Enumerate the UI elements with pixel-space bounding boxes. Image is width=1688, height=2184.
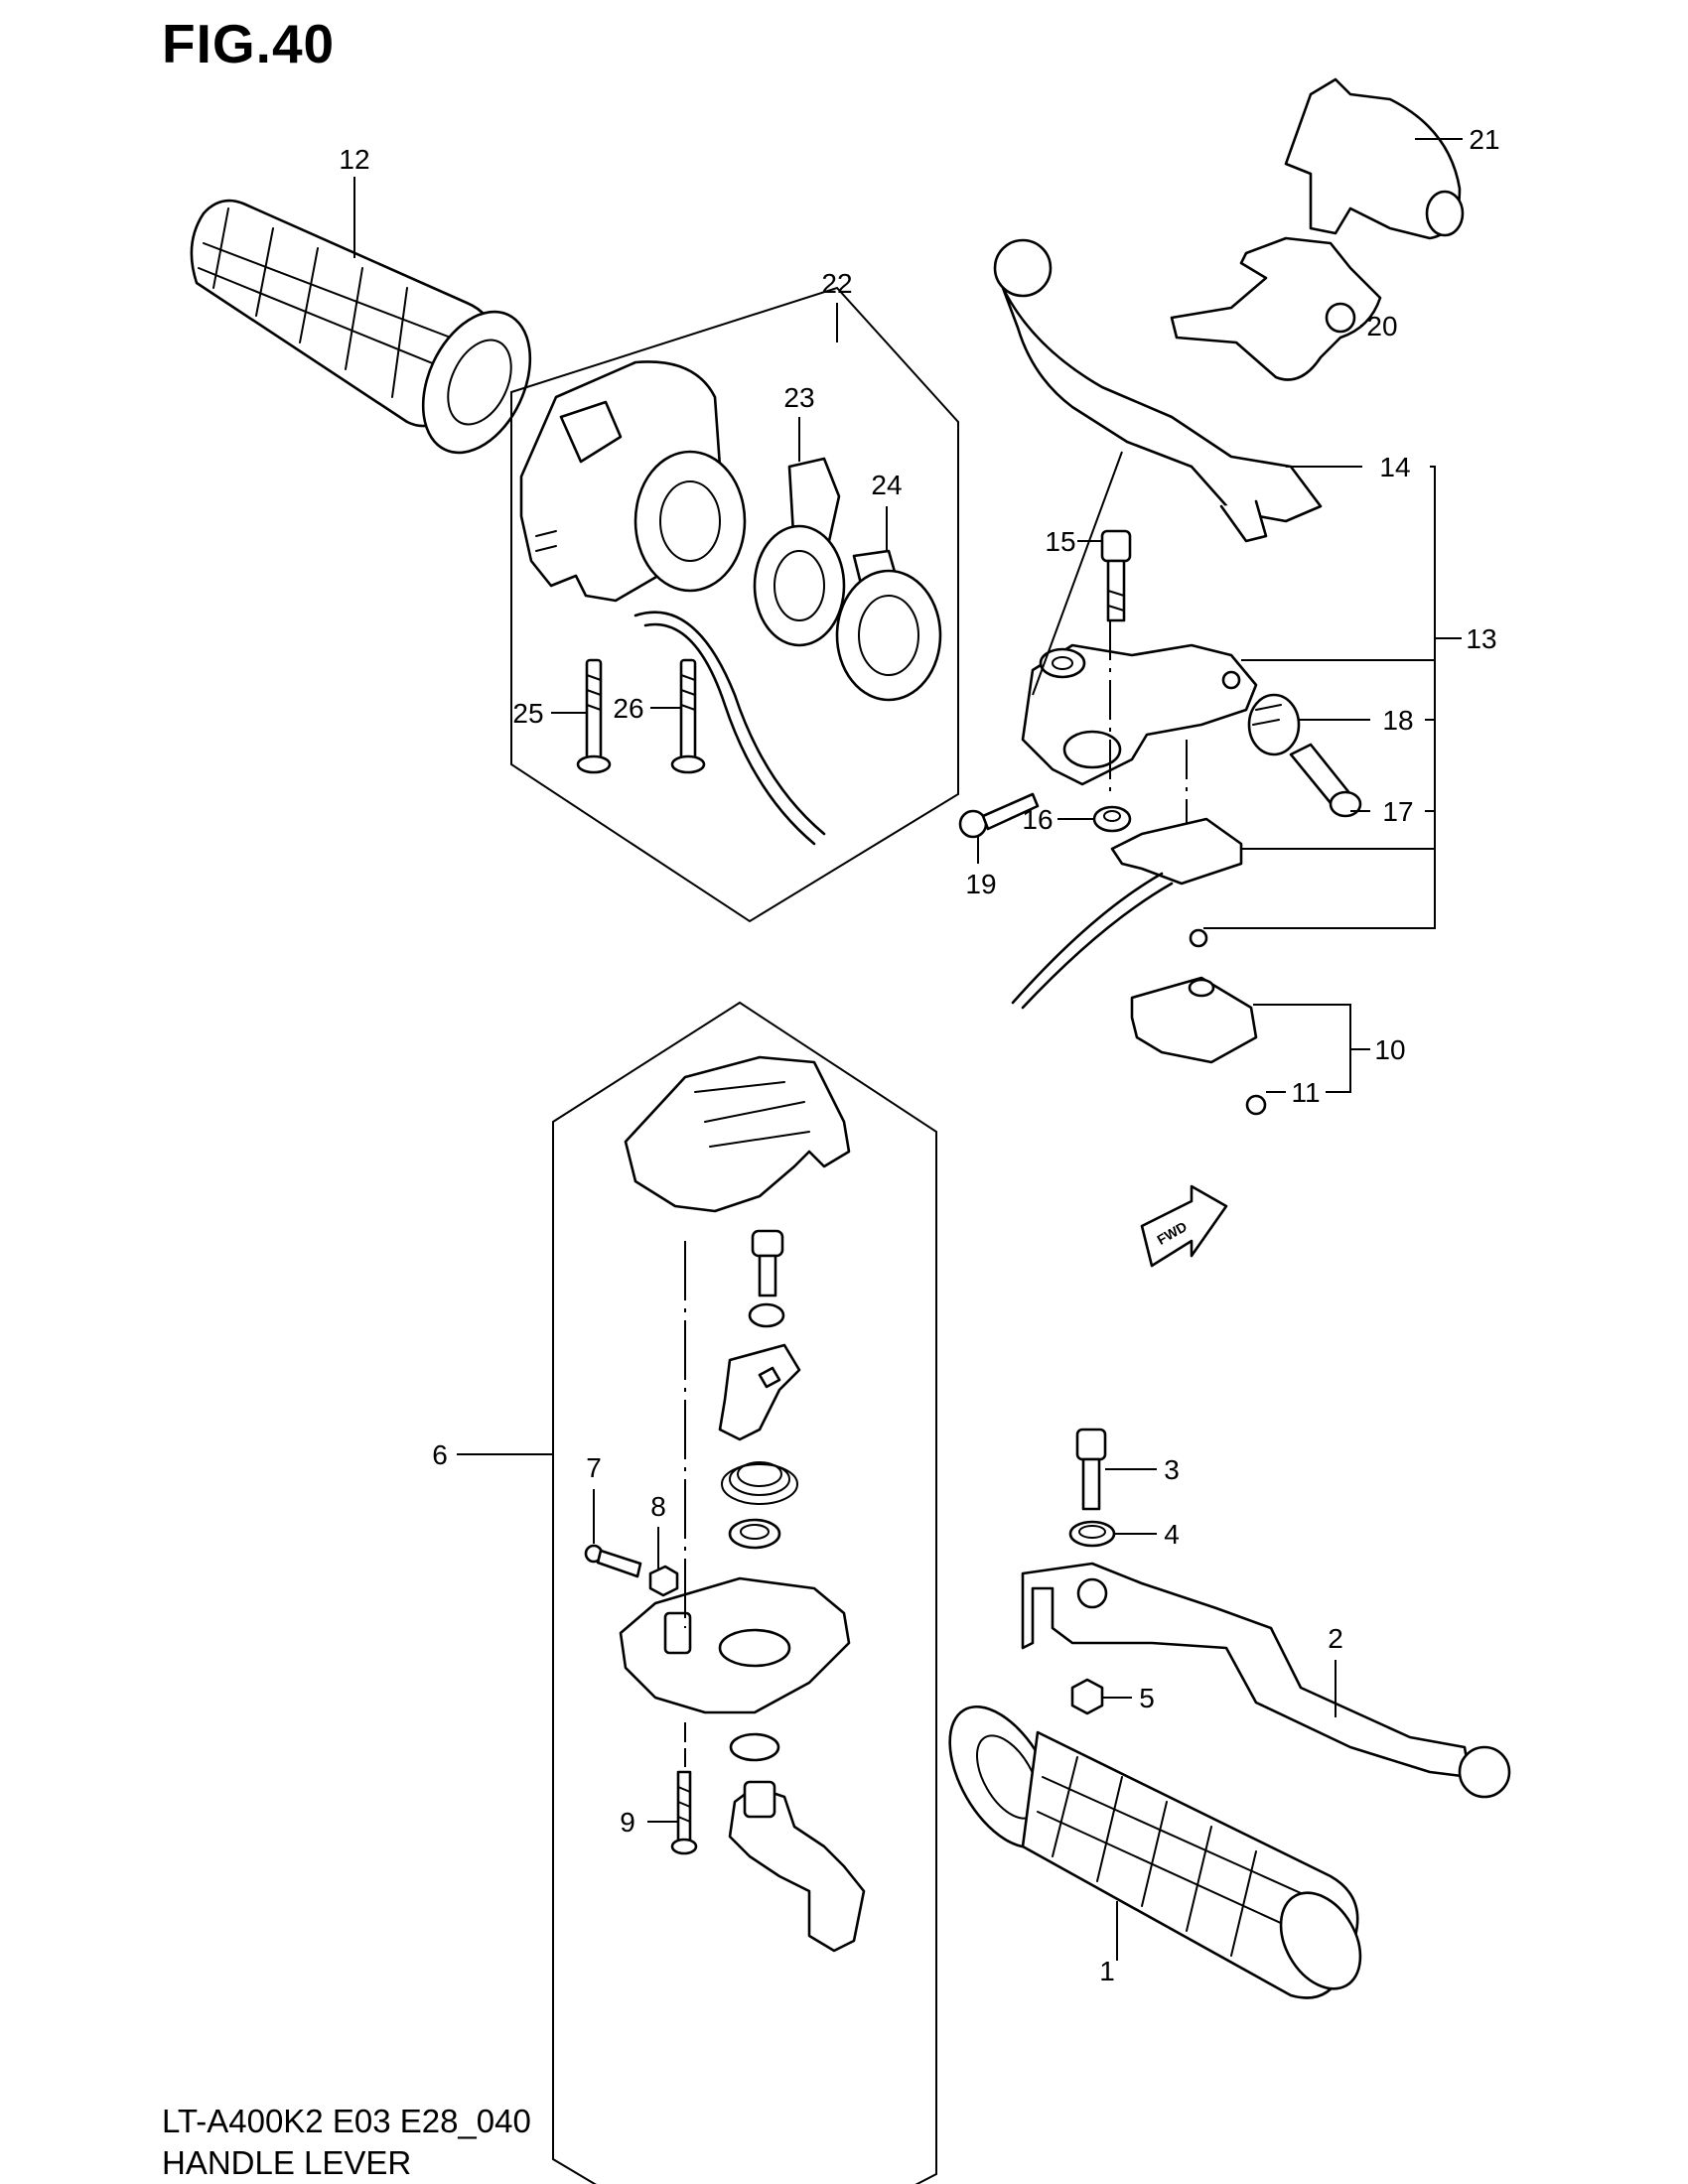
screw-25-part — [576, 658, 612, 774]
throttle-case-lower-part — [619, 1576, 851, 1714]
callout-10: 10 — [1374, 1034, 1405, 1065]
leader-lines — [353, 138, 1463, 1961]
screw-9-part — [670, 1770, 698, 1855]
reservoir-cap-18-part — [1247, 693, 1301, 756]
callout-11: 11 — [1291, 1077, 1320, 1108]
callout-26: 26 — [613, 693, 643, 724]
bushing-lower-part — [729, 1732, 780, 1762]
figure-title: FIG.40 — [162, 13, 336, 74]
lever-cover-part — [1284, 77, 1465, 240]
screw-26-part — [670, 658, 706, 774]
model-code: LT-A400K2 E03 E28_040 — [162, 2103, 531, 2139]
callout-21: 21 — [1469, 124, 1499, 155]
lever-2-part — [1021, 1562, 1511, 1799]
callout-6: 6 — [432, 1439, 448, 1470]
return-spring-part — [721, 1461, 798, 1505]
callout-13: 13 — [1466, 623, 1496, 654]
washer-4-part — [1068, 1520, 1116, 1548]
throttle-case-upper-part — [624, 1055, 851, 1213]
throttle-lever-part — [728, 1780, 866, 1953]
screw-11-part — [1245, 1094, 1267, 1116]
throttle-case-group-frame — [552, 1001, 937, 2184]
switch-holder-part — [835, 549, 942, 702]
brake-lever-14-part — [993, 238, 1323, 543]
fwd-arrow-icon: FWD — [1140, 1184, 1228, 1268]
callout-1: 1 — [1099, 1956, 1115, 1986]
adjuster-17-part — [1289, 743, 1362, 818]
pin-3-part — [1075, 1428, 1107, 1511]
callout-8: 8 — [650, 1491, 666, 1522]
brake-light-switch-part — [1130, 976, 1258, 1064]
washer-16-part — [1092, 805, 1132, 833]
left-grip-part — [190, 199, 532, 455]
switch-box-part — [519, 360, 826, 846]
bushing-part — [728, 1518, 781, 1550]
nut-8-part — [648, 1565, 679, 1597]
parking-bracket-part — [1170, 236, 1382, 381]
right-grip-part — [948, 1705, 1362, 1999]
callout-15: 15 — [1045, 526, 1075, 557]
callout-24: 24 — [871, 470, 902, 500]
case-screw-part — [751, 1229, 784, 1297]
callout-23: 23 — [783, 382, 814, 413]
nut-5-part — [1070, 1678, 1104, 1715]
brake-switch-part — [1011, 817, 1243, 1010]
screw-13-part — [1189, 928, 1208, 948]
callout-5: 5 — [1139, 1683, 1155, 1713]
washer-case-part — [748, 1302, 785, 1328]
screw-7-part — [584, 1544, 642, 1578]
callout-16: 16 — [1022, 804, 1053, 835]
bolt-19-part — [958, 792, 1040, 839]
callout-14: 14 — [1379, 452, 1410, 482]
callout-labels: 1 2 3 4 5 6 7 8 9 10 11 12 13 14 15 16 1… — [339, 124, 1499, 1986]
switch-box-group-frame — [510, 286, 959, 923]
master-cylinder-part — [1021, 643, 1258, 786]
callout-12: 12 — [339, 144, 369, 175]
callout-2: 2 — [1328, 1623, 1343, 1654]
choke-lever-part — [753, 457, 846, 647]
pin-15-part — [1100, 529, 1132, 622]
callout-20: 20 — [1366, 311, 1397, 341]
callout-25: 25 — [512, 698, 543, 729]
callout-17: 17 — [1382, 796, 1413, 827]
figure-name: HANDLE LEVER — [162, 2144, 412, 2181]
callout-4: 4 — [1164, 1519, 1180, 1550]
callout-19: 19 — [965, 869, 996, 899]
callout-18: 18 — [1382, 705, 1413, 736]
callout-3: 3 — [1164, 1454, 1180, 1485]
callout-7: 7 — [586, 1452, 602, 1483]
callout-9: 9 — [620, 1807, 635, 1838]
throttle-arm-part — [718, 1343, 801, 1441]
callout-22: 22 — [821, 268, 852, 299]
